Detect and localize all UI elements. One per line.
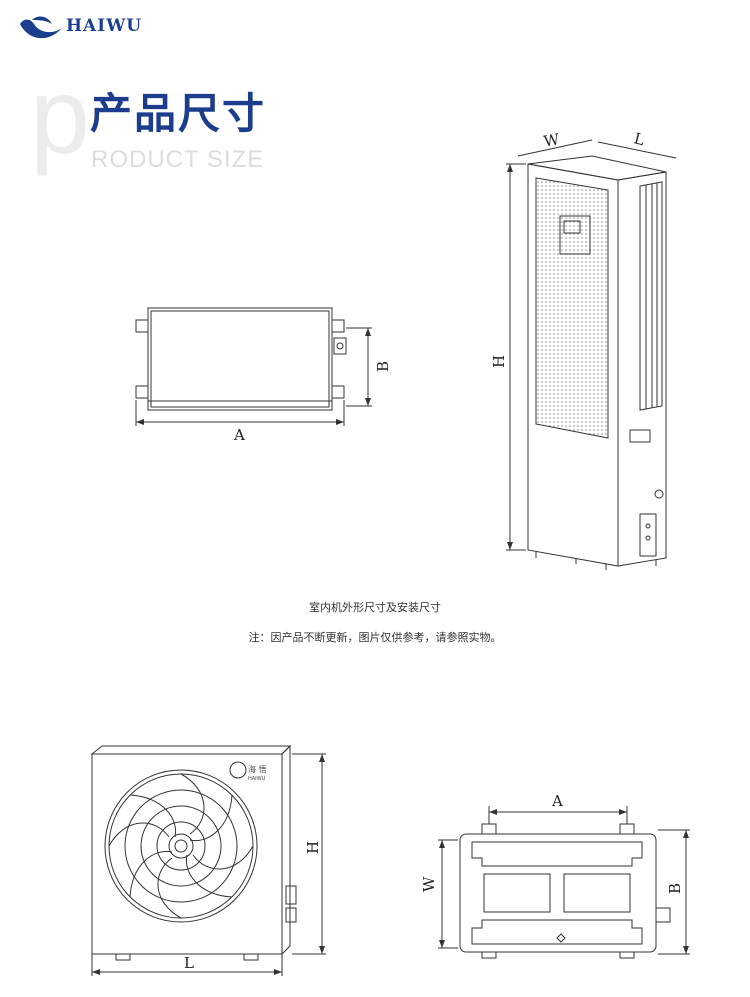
- decorative-letter: p: [30, 55, 91, 176]
- dimension-b-label: B: [374, 361, 392, 372]
- outdoor-logo-en: HAIWU: [248, 776, 266, 782]
- dimension-w-label: W: [420, 876, 438, 892]
- dimension-w-label: W: [542, 130, 561, 151]
- dimension-h-label: H: [490, 355, 508, 368]
- dimension-b-label: B: [666, 883, 684, 894]
- dimension-a-label: A: [233, 426, 245, 444]
- caption-dimensions: 室内机外形尺寸及安装尺寸: [309, 601, 441, 614]
- brand-header: HAIWU: [18, 10, 198, 44]
- indoor-top-view-drawing: A B: [135, 307, 392, 444]
- wave-logo-icon: [20, 16, 62, 39]
- page-subtitle: RODUCT SIZE: [91, 146, 265, 173]
- caption-note: 注：因产品不断更新，图片仅供参考，请参照实物。: [248, 631, 502, 644]
- dimension-l-label: L: [184, 954, 194, 972]
- page-title: 产品尺寸: [90, 89, 267, 138]
- outdoor-front-view-drawing: 海 悟 HAIWU L H: [90, 744, 326, 976]
- dimension-l-label: L: [632, 129, 646, 149]
- outdoor-logo-cn: 海 悟: [248, 764, 267, 774]
- indoor-front-view-drawing: W L H: [490, 129, 677, 570]
- brand-name: HAIWU: [66, 16, 143, 36]
- dimension-h-label: H: [304, 841, 322, 854]
- outdoor-base-view-drawing: A W B: [420, 792, 690, 959]
- dimension-a-label: A: [551, 792, 563, 810]
